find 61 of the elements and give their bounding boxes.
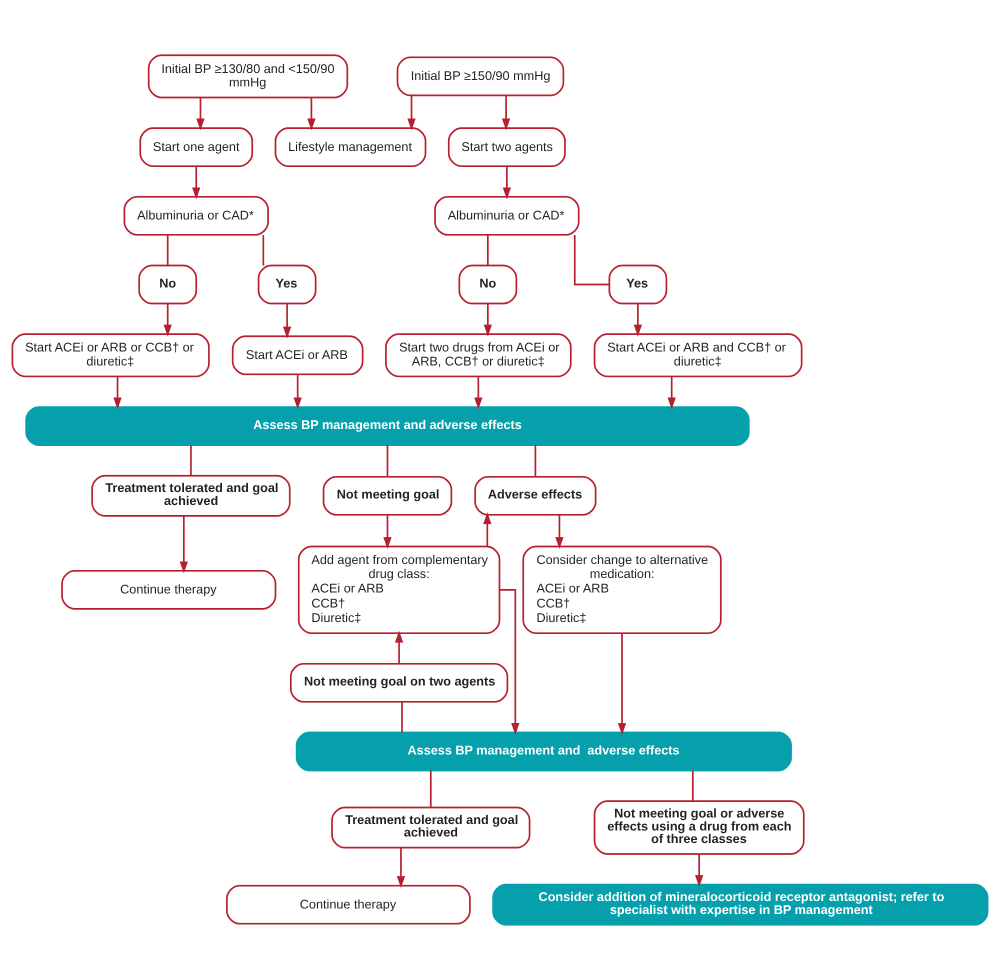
node-box: Albuminuria or CAD* <box>124 195 269 236</box>
node-box: No <box>458 264 518 304</box>
arrow <box>407 95 416 130</box>
node-box: Start ACEi or ARB or CCB† or diuretic‡ <box>12 332 210 377</box>
node-box: Assess BP management and adverse effects <box>296 731 792 771</box>
node-box: Start ACEi or ARB <box>232 334 364 375</box>
node-box: Treatment tolerated and goal achieved <box>331 806 530 848</box>
node-box: Start ACEi or ARB and CCB† or diuretic‡ <box>594 332 802 377</box>
node-box: Yes <box>258 264 316 304</box>
node-box: Treatment tolerated and goal achieved <box>91 474 291 516</box>
node-box: Continue therapy <box>226 884 471 924</box>
node-box: Assess BP management and adverse effects <box>25 406 750 446</box>
arrow <box>394 630 404 664</box>
arrow <box>484 303 492 336</box>
arrow <box>396 847 406 888</box>
node-box: Consider change to alternative medication: ACEi or ARB CCB† Diuretic‡ <box>522 545 722 634</box>
connector <box>430 770 432 807</box>
arrow <box>196 97 205 130</box>
arrow <box>113 376 122 409</box>
arrow <box>502 166 512 199</box>
node-box: Albuminuria or CAD* <box>434 195 580 236</box>
node-box: Consider addition of mineralocorticoid receptor antagonist; refer to specialist with expertise in BP management <box>492 883 988 926</box>
node-box: Start two agents <box>448 126 566 166</box>
arrow <box>668 376 676 409</box>
arrow <box>500 588 520 734</box>
node-box: Initial BP ≥150/90 mmHg <box>396 56 564 96</box>
arrow <box>634 303 642 336</box>
connector <box>386 444 388 476</box>
arrow <box>474 376 482 409</box>
arrow <box>502 95 510 130</box>
connector <box>166 234 169 265</box>
node-box: Start two drugs from ACEi or ARB, CCB† or diuretic‡ <box>385 332 572 377</box>
arrow <box>555 514 564 548</box>
node-box: Yes <box>608 264 668 304</box>
node-box: Not meeting goal on two agents <box>290 662 508 702</box>
arrow <box>192 166 200 199</box>
arrow <box>294 374 302 409</box>
arrow <box>618 632 626 734</box>
arrow <box>383 514 392 548</box>
node-box: Lifestyle management <box>274 126 426 166</box>
connector <box>401 701 403 732</box>
connector <box>487 234 489 265</box>
node-box: No <box>138 264 198 304</box>
arrow <box>695 854 704 886</box>
connector <box>692 770 694 800</box>
node-box: Add agent from complementary drug class: ACEi or ARB CCB† Diuretic‡ <box>298 545 500 634</box>
node-box: Not meeting goal <box>322 475 452 516</box>
node-box: Not meeting goal or adverse effects using a drug from each of three classes <box>594 800 805 854</box>
node-box: Continue therapy <box>61 569 276 610</box>
connector <box>574 234 610 285</box>
node-box: Initial BP ≥130/80 and <150/90 mmHg <box>148 54 348 98</box>
arrow <box>483 512 492 546</box>
node-box: Start one agent <box>139 126 254 166</box>
arrow <box>307 97 316 130</box>
arrow <box>282 303 292 338</box>
arrow <box>180 516 188 573</box>
connector <box>534 444 536 476</box>
connector <box>190 444 192 475</box>
node-box: Adverse effects <box>474 475 596 516</box>
arrow <box>164 303 172 336</box>
connector <box>262 234 264 265</box>
